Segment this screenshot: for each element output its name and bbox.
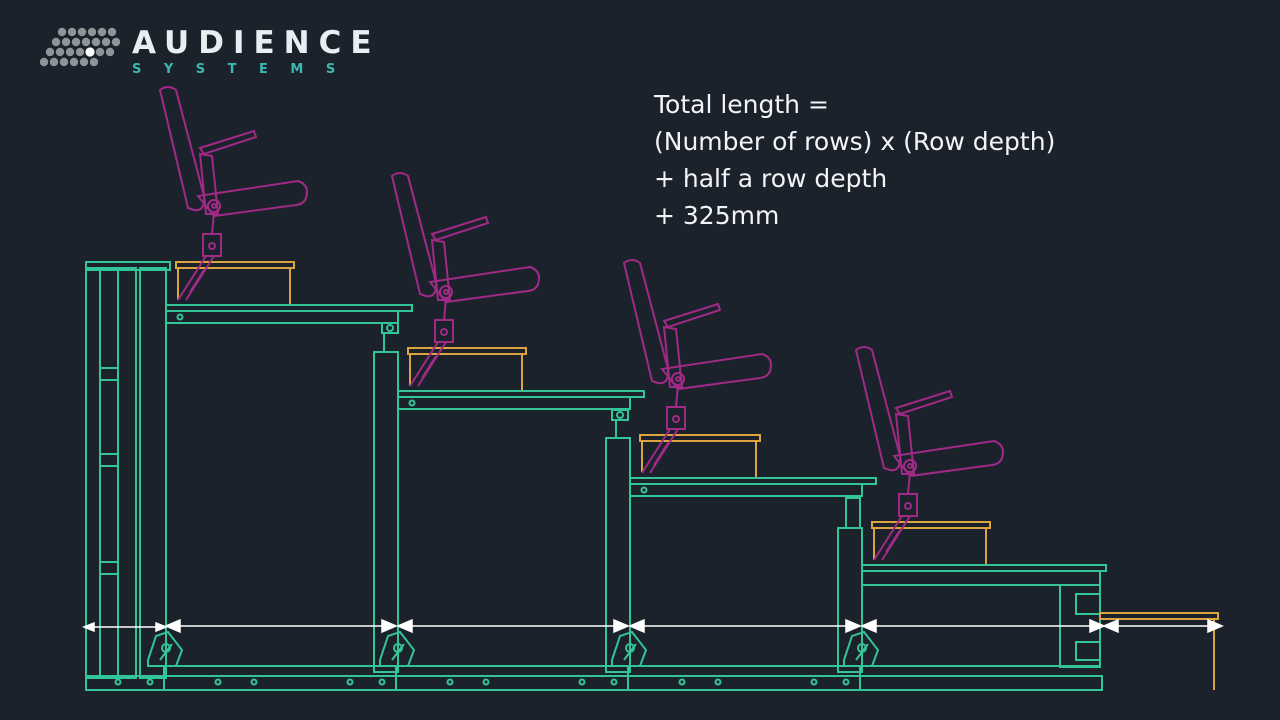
- foot-bracket: [379, 630, 416, 667]
- foot-bracket: [843, 630, 880, 667]
- riser-structure: [85, 261, 1107, 691]
- tier-1-post: [373, 351, 399, 673]
- audience-systems-logo: AUDIENCE SYSTEMS: [40, 26, 380, 86]
- tier-2-post: [605, 437, 631, 673]
- dot-grid-icon: [40, 27, 121, 67]
- tier-3-beam: [629, 483, 863, 497]
- tip-up-seat: [854, 346, 1004, 561]
- tier-1-beam: [165, 310, 399, 324]
- rear-post-outer: [85, 267, 101, 679]
- rear-post-inner: [117, 267, 137, 679]
- formula-line: Total length =: [654, 90, 829, 119]
- base-rail: [85, 675, 1103, 691]
- rear-post-front: [139, 267, 167, 679]
- tip-up-seat: [390, 172, 540, 387]
- tier-2-beam: [397, 396, 631, 410]
- rear-post-middle: [99, 267, 119, 679]
- seat-platforms: [175, 261, 1219, 690]
- platform-row-3: [639, 434, 761, 442]
- dimension-row-depth-3: [628, 618, 862, 634]
- tier-4-beam: [861, 570, 1101, 586]
- platform-row-1: [175, 261, 295, 269]
- platform-row-2: [407, 347, 527, 355]
- dimension-325mm: [81, 621, 169, 633]
- dimension-row-depth-2: [396, 618, 630, 634]
- foot-bracket: [611, 630, 648, 667]
- front-nosing: [1099, 612, 1219, 620]
- formula-line: + half a row depth: [654, 164, 888, 193]
- seats: [158, 86, 1004, 561]
- tip-up-seat: [622, 259, 772, 474]
- dimension-lines: [81, 618, 1224, 634]
- dimension-row-depth-4: [860, 618, 1106, 634]
- rear-top-cap: [85, 261, 171, 271]
- dimension-row-depth-1: [164, 618, 398, 634]
- formula-line: (Number of rows) x (Row depth): [654, 127, 1056, 156]
- tier-3-post: [837, 527, 863, 673]
- formula-line: + 325mm: [654, 201, 780, 230]
- foot-bracket: [147, 630, 184, 667]
- platform-row-4: [871, 521, 991, 529]
- dimension-half-row: [1102, 618, 1224, 634]
- logo-wordmark: AUDIENCE: [132, 25, 381, 61]
- logo-tagline: SYSTEMS: [132, 62, 358, 77]
- total-length-formula: Total length = (Number of rows) x (Row d…: [654, 86, 1055, 234]
- tip-up-seat: [158, 86, 308, 301]
